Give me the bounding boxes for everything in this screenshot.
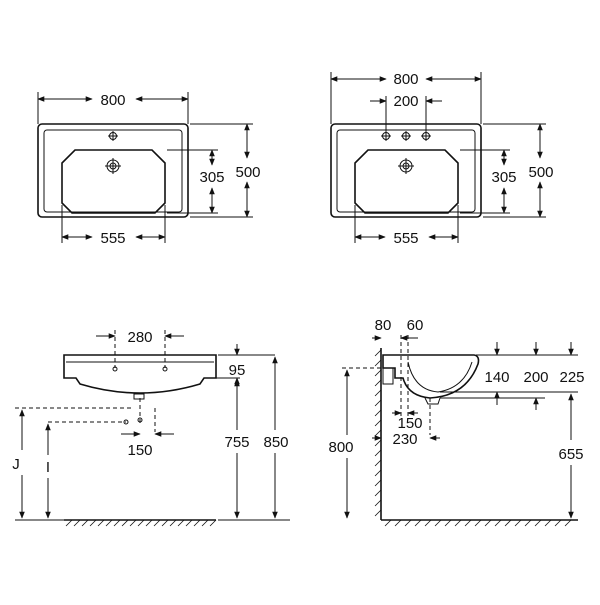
dim-655-label: 655 [558,446,583,463]
tap-holes-icon [381,131,431,141]
basin-front-outline [63,354,217,394]
waste-offset-label: 150 [127,442,152,459]
bowl-depth-label: 305 [491,169,516,186]
basin-rim [43,129,183,213]
dim-80-label: 80 [375,317,392,334]
dim-200-label: 200 [523,369,548,386]
plan-view-three-hole: 800 200 500 305 555 [330,71,554,247]
dim-225-label: 225 [559,369,584,386]
front-elevation: 280 95 755 850 150 J I [12,329,290,527]
floor-hatch [65,519,217,527]
bowl-outline [354,149,459,214]
tap-spacing-label: 280 [127,329,152,346]
dim-140-label: 140 [484,369,509,386]
height-755-label: 755 [224,434,249,451]
bowl-outline [61,149,166,214]
depth-label: 500 [528,164,553,181]
side-elevation: 80 60 140 200 225 150 230 800 655 [328,317,585,527]
floor-hatch [384,519,572,527]
basin-rim [336,129,476,213]
waste-trap [424,397,441,405]
wall-bracket [382,367,394,385]
dim-150-label: 150 [397,415,422,432]
rim-height-label: 95 [229,362,246,379]
label-j: J [12,456,20,473]
width-label: 800 [393,71,418,88]
bowl-width-label: 555 [393,230,418,247]
bowl-width-label: 555 [100,230,125,247]
basin-outline [330,123,482,218]
height-850-label: 850 [263,434,288,451]
depth-label: 500 [235,164,260,181]
plan-view-single-hole: 800 500 305 555 [37,92,261,247]
tap-spacing-label: 200 [393,93,418,110]
bowl-depth-label: 305 [199,169,224,186]
wall-hatch [374,349,382,517]
waste-outlet [133,393,145,400]
dim-60-label: 60 [407,317,424,334]
basin-side-outline [382,354,480,399]
basin-outline [37,123,189,218]
width-label: 800 [100,92,125,109]
dim-800-label: 800 [328,439,353,456]
dim-230-label: 230 [392,431,417,448]
label-i: I [46,459,50,476]
